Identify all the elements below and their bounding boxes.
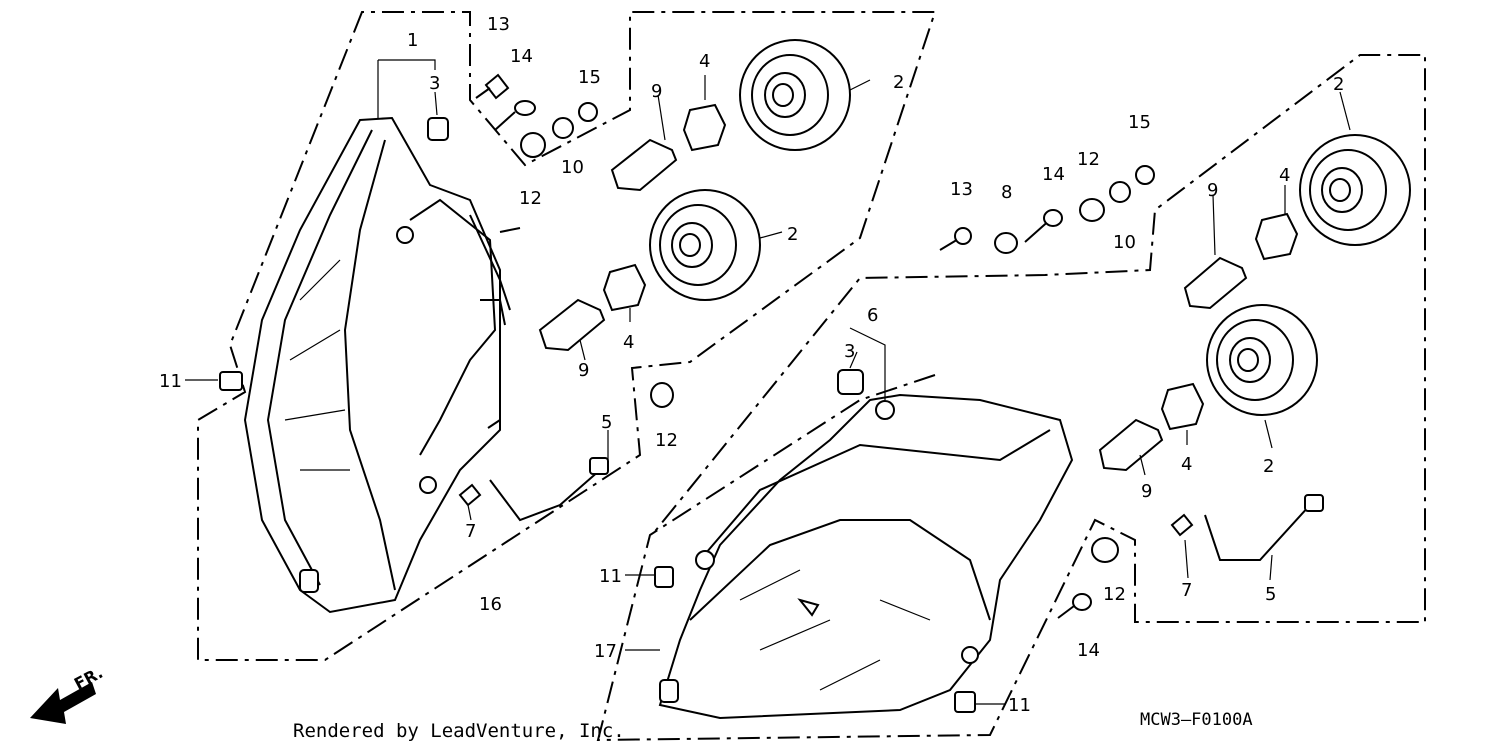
callout-6: 6 [867, 305, 878, 326]
callout-15: 15 [1128, 112, 1151, 133]
callout-5: 5 [1265, 584, 1276, 605]
callout-2: 2 [1263, 456, 1274, 477]
bulb-group [538, 138, 1248, 472]
render-credit: Rendered by LeadVenture, Inc. [293, 720, 625, 742]
dust-cover-2 [649, 189, 761, 301]
callout-11: 11 [599, 566, 622, 587]
front-direction-label: FR. [71, 663, 106, 694]
callout-11: 11 [159, 371, 182, 392]
socket-group [602, 103, 1299, 431]
dust-cover-4 [1206, 304, 1318, 416]
boundary-left-assembly [197, 11, 937, 661]
callout-10: 10 [561, 157, 584, 178]
callout-labels: 1 2 2 2 2 3 3 4 4 4 4 5 5 6 7 7 8 9 9 9 … [159, 14, 1344, 716]
callout-1: 1 [407, 30, 418, 51]
callout-9: 9 [651, 81, 662, 102]
callout-12: 12 [519, 188, 542, 209]
callout-2: 2 [1333, 74, 1344, 95]
callout-9: 9 [1141, 481, 1152, 502]
callout-14: 14 [1042, 164, 1065, 185]
callout-13: 13 [487, 14, 510, 35]
callout-15: 15 [578, 67, 601, 88]
callout-9: 9 [1207, 180, 1218, 201]
boundary-right-assembly [596, 54, 1426, 742]
callout-12: 12 [655, 430, 678, 451]
callout-7: 7 [1181, 580, 1192, 601]
callout-8: 8 [1001, 182, 1012, 203]
dust-cover-1 [739, 39, 851, 151]
callout-4: 4 [699, 51, 710, 72]
callout-7: 7 [465, 521, 476, 542]
callout-12: 12 [1103, 584, 1126, 605]
callout-10: 10 [1113, 232, 1136, 253]
front-direction-arrow-icon [30, 682, 96, 724]
callout-9: 9 [578, 360, 589, 381]
callout-13: 13 [950, 179, 973, 200]
callout-4: 4 [1181, 454, 1192, 475]
callout-2: 2 [787, 224, 798, 245]
callout-3: 3 [844, 341, 855, 362]
headlight-housing-right [658, 393, 1074, 720]
dust-cover-3 [1299, 134, 1411, 246]
callout-17: 17 [594, 641, 617, 662]
callout-4: 4 [623, 332, 634, 353]
diagram-code: MCW3—F0100A [1140, 710, 1253, 730]
leader-lines [185, 59, 1351, 705]
callout-14: 14 [1077, 640, 1100, 661]
callout-12: 12 [1077, 149, 1100, 170]
callout-4: 4 [1279, 165, 1290, 186]
callout-11: 11 [1008, 695, 1031, 716]
hardware-small-parts [219, 73, 1324, 713]
callout-3: 3 [429, 73, 440, 94]
callout-5: 5 [601, 412, 612, 433]
callout-2: 2 [893, 72, 904, 93]
callout-16: 16 [479, 594, 502, 615]
callout-14: 14 [510, 46, 533, 67]
headlight-housing-left [243, 116, 521, 614]
